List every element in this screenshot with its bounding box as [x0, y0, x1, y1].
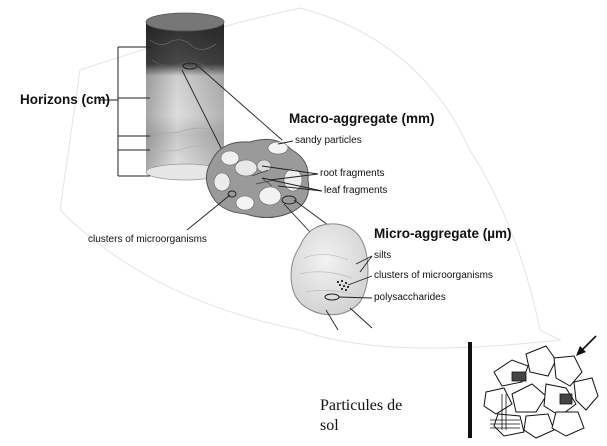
divider-bar	[468, 342, 472, 438]
polysaccharides-label: polysaccharides	[374, 292, 446, 303]
soil-core	[146, 13, 224, 180]
leaf-fragments-label: leaf fragments	[324, 185, 387, 196]
macro-aggregate	[206, 139, 308, 217]
arrow-icon	[576, 336, 596, 356]
particules-line-2: sol	[320, 416, 450, 436]
micro-aggregate	[291, 224, 368, 315]
horizons-bracket	[100, 47, 150, 176]
silts-label: silts	[374, 250, 391, 261]
horizons-label: Horizons (cm)	[20, 92, 110, 107]
particules-line-1: Particules de	[320, 396, 450, 416]
clusters-micro-label: clusters of microorganisms	[374, 270, 493, 281]
particules-de-sol-label: Particules de sol	[320, 396, 450, 436]
clusters-macro-label: clusters of microorganisms	[88, 234, 207, 245]
micro-aggregate-heading: Micro-aggregate (µm)	[374, 226, 512, 241]
sandy-particles-label: sandy particles	[295, 135, 362, 146]
root-fragments-label: root fragments	[320, 168, 384, 179]
macro-aggregate-heading: Macro-aggregate (mm)	[289, 111, 435, 126]
